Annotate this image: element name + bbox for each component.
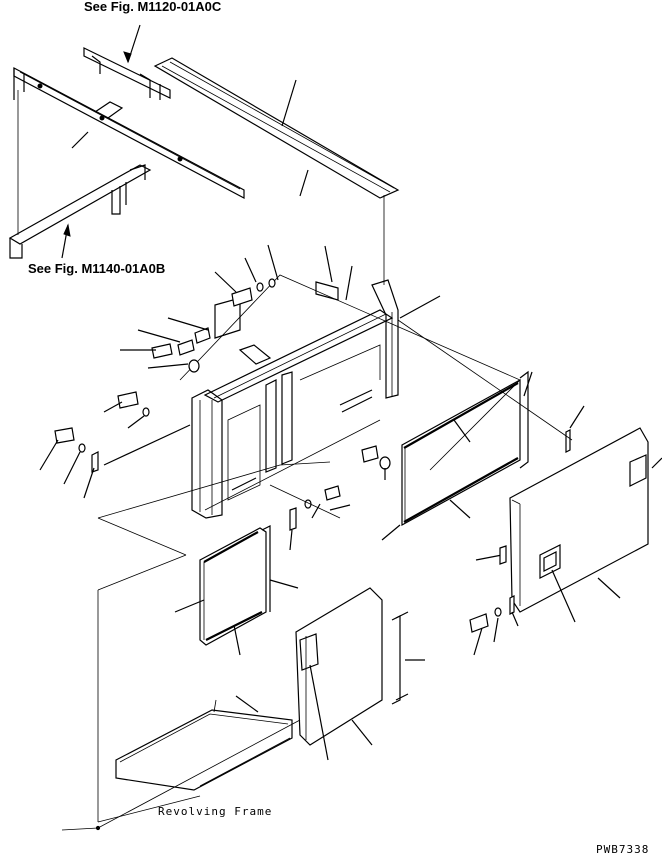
reference-top-label: See Fig. M1120-01A0C	[84, 0, 222, 14]
leader-lines-middle	[39, 244, 441, 551]
reference-left-label: See Fig. M1140-01A0B	[28, 261, 166, 276]
leader-lines-top	[61, 24, 309, 259]
revolving-frame-label: Revolving Frame	[158, 805, 273, 818]
fasteners-left	[54, 278, 391, 531]
left-lower-panels	[97, 461, 425, 761]
main-frame-box	[179, 274, 521, 519]
top-rail-assembly	[8, 47, 400, 285]
revolving-frame	[61, 590, 301, 831]
right-panels	[381, 319, 662, 656]
drawing-code: PWB7338	[596, 843, 650, 856]
